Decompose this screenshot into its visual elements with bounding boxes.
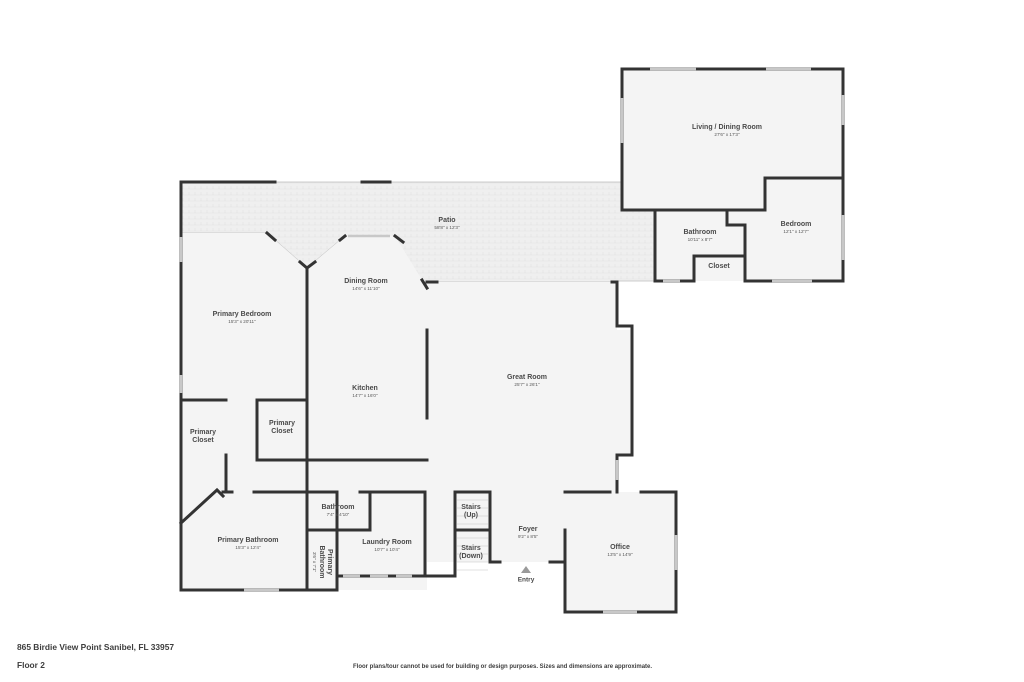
room-bedroom: Bedroom 12'1" x 12'7" [781, 221, 812, 235]
room-office: Office 13'5" x 14'9" [607, 544, 632, 558]
entry-arrow-icon [521, 566, 531, 573]
room-patio: Patio 58'8" x 12'3" [434, 217, 459, 231]
room-stairs-down: Stairs (Down) [459, 545, 483, 561]
room-closet: Closet [708, 263, 729, 271]
floor-label: Floor 2 [17, 660, 45, 670]
room-name: Office [610, 544, 630, 551]
room-name-line2: Closet [192, 437, 214, 444]
room-name: Kitchen [352, 385, 378, 392]
room-foyer: Foyer 9'2" x 8'5" [518, 526, 538, 540]
room-bathroom-upper: Bathroom 10'11" x 8'7" [683, 229, 716, 243]
room-name-line1: Stairs [461, 545, 481, 552]
room-primary-bathroom: Primary Bathroom 15'3" x 12'4" [217, 537, 278, 551]
room-name: Bathroom [683, 229, 717, 236]
room-dimensions: 12'1" x 12'7" [783, 229, 809, 234]
room-name-line2: (Up) [464, 512, 478, 519]
windows [179, 67, 845, 614]
room-name-line2: Closet [271, 428, 293, 435]
room-dimensions: 10'11" x 8'7" [687, 237, 713, 242]
entry-label: Entry [517, 576, 535, 584]
room-name: Patio [438, 217, 456, 224]
room-dimensions: 14'7" x 16'0" [352, 393, 378, 398]
room-primary-closet-left: Primary Closet [190, 429, 216, 445]
room-stairs-up: Stairs (Up) [461, 504, 480, 520]
room-dimensions: 15'3" x 20'11" [228, 319, 256, 324]
room-name-line1: Primary [189, 429, 217, 436]
room-primary-bathroom-small: Primary Bathroom 3'6" x 7'1" [311, 545, 333, 578]
disclaimer-text: Floor plans/tour cannot be used for buil… [353, 664, 653, 670]
room-name-line2: (Down) [459, 553, 483, 560]
room-dimensions: 27'6" x 17'3" [714, 132, 740, 137]
room-name-line1: Primary [268, 420, 296, 427]
room-dining-room: Dining Room 14'6" x 11'10" [344, 278, 388, 292]
room-name-line1: Primary [326, 548, 333, 576]
room-laundry-room: Laundry Room 10'7" x 10'4" [362, 539, 411, 553]
room-dimensions: 25'7" x 26'1" [514, 382, 540, 387]
room-name-line1: Stairs [461, 504, 481, 511]
room-name: Closet [708, 263, 730, 270]
room-dimensions: 7'4" x 4'10" [326, 512, 350, 517]
room-name: Bathroom [321, 504, 355, 511]
room-name: Primary Bathroom [217, 537, 279, 544]
room-dimensions: 58'8" x 12'3" [434, 225, 460, 230]
room-floors [181, 69, 843, 612]
room-primary-bedroom: Primary Bedroom 15'3" x 20'11" [213, 311, 272, 325]
room-name: Living / Dining Room [692, 124, 762, 131]
room-dimensions: 15'3" x 12'4" [235, 545, 261, 550]
room-primary-closet-center: Primary Closet [269, 420, 295, 436]
room-dimensions: 14'6" x 11'10" [352, 286, 380, 291]
room-name: Primary Bedroom [212, 311, 272, 318]
room-dimensions: 13'5" x 14'9" [607, 552, 633, 557]
room-name: Great Room [506, 374, 548, 381]
room-name: Bedroom [780, 221, 812, 228]
room-bathroom-lower: Bathroom 7'4" x 4'10" [321, 504, 354, 518]
room-dimensions: 9'2" x 8'5" [517, 534, 539, 539]
room-name: Foyer [518, 526, 538, 533]
room-name: Dining Room [344, 278, 388, 285]
room-dimensions: 10'7" x 10'4" [374, 547, 400, 552]
property-address: 865 Birdie View Point Sanibel, FL 33957 [17, 642, 175, 652]
room-name: Laundry Room [362, 539, 412, 546]
room-kitchen: Kitchen 14'7" x 16'0" [352, 385, 378, 399]
stair-treads [457, 499, 488, 571]
room-living-dining: Living / Dining Room 27'6" x 17'3" [692, 124, 762, 138]
room-name-line2: Bathroom [318, 545, 325, 579]
room-great-room: Great Room 25'7" x 26'1" [507, 374, 547, 388]
